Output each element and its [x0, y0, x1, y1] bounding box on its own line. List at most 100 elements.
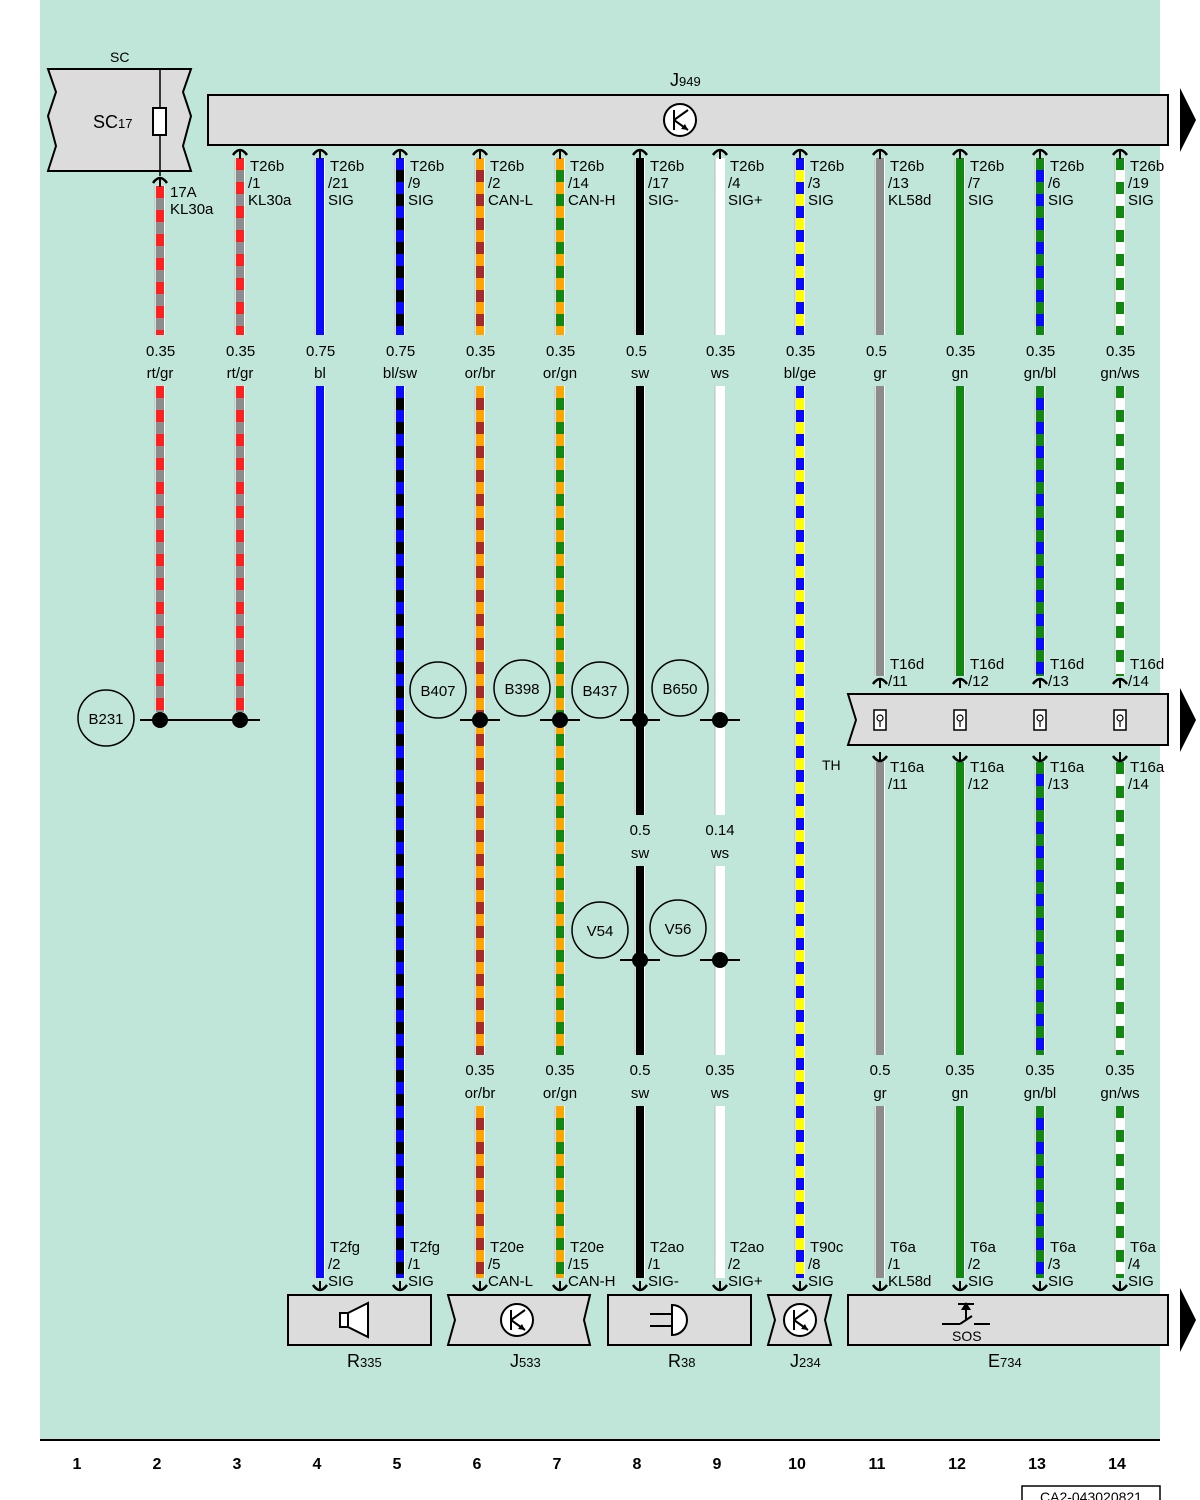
wire-col8-mid1-gauge: 0.5 [630, 822, 651, 839]
wire-col14-th-bottom-pin-label: /14 [1128, 776, 1149, 793]
component-r38-name: R38 [668, 1351, 695, 1371]
wire-col6-bottom-signal: CAN-L [488, 1273, 533, 1290]
continuation-arrow-bottom [1180, 1288, 1196, 1352]
fuse-sc17[interactable]: SC SC17 [46, 49, 193, 176]
wire-col5-color: bl/sw [383, 365, 417, 382]
wire-col13-color: gn/bl [1024, 365, 1057, 382]
wire-col11-th-pin-box [873, 709, 887, 731]
wire-col14-th-top-connector: T16d [1130, 656, 1164, 673]
diagram-id: CA2-043020821 [1040, 1489, 1142, 1500]
connector-th[interactable]: TH [822, 693, 1169, 773]
fuse-block-body [46, 68, 193, 172]
wire-col7-bottom-connector: T20e [570, 1239, 604, 1256]
wire-col8-mid-color: sw [631, 1085, 650, 1102]
splice-junction [712, 952, 728, 968]
wire-col12-bottom-connector: T6a [970, 1239, 997, 1256]
wire-col9-connector: T26b [730, 158, 764, 175]
wire-col4-bottom-pin-label: /2 [328, 1256, 341, 1273]
wire-col6-mid-color: or/br [465, 1085, 496, 1102]
control-unit-icon [663, 103, 697, 137]
wire-col6-bottom-pin-label: /5 [488, 1256, 501, 1273]
wire-col14-mid-gauge: 0.35 [1105, 1062, 1134, 1079]
column-number: 7 [553, 1456, 562, 1473]
wire-col13-th-pin-icon [1033, 709, 1047, 731]
column-number: 11 [869, 1456, 886, 1473]
wire-col14-gauge: 0.35 [1106, 343, 1135, 360]
wire-col12-connector: T26b [970, 158, 1004, 175]
wire-col9-bottom-pin [711, 1281, 729, 1292]
wire-col11-th-pin-icon [873, 709, 887, 731]
wire-col11-th-bottom-connector: T16a [890, 759, 925, 776]
component-j234[interactable]: J234 [766, 1294, 833, 1371]
overlay-layer: 17AKL30a0.35rt/grT26b/1KL30a0.35rt/grT26… [77, 148, 1165, 1292]
wire-col14-signal: SIG [1128, 192, 1154, 209]
module-j949-name: J949 [670, 70, 701, 90]
wire-col13-signal: SIG [1048, 192, 1074, 209]
wire-col11-signal: KL58d [888, 192, 931, 209]
wire-col14-th-pin-box [1113, 709, 1127, 731]
wire-col13-th-top-pin-label: /13 [1048, 673, 1069, 690]
wire-col7-color: or/gn [543, 365, 577, 382]
splice-callout [571, 661, 629, 719]
wire-col7-top-pin-arc [551, 148, 569, 156]
fuse-name: SC17 [93, 112, 132, 132]
wire-col5-bottom-pin-arc [391, 1284, 409, 1292]
wire-col10-color: bl/ge [784, 365, 817, 382]
column-number: 2 [153, 1456, 162, 1473]
wire-col11-th-bottom-pin [871, 752, 889, 763]
wire-col12-th-bottom-pin-label: /12 [968, 776, 989, 793]
wire-col8-color: sw [631, 365, 650, 382]
wire-col11-color: gr [873, 365, 886, 382]
microphone-icon [650, 1303, 688, 1337]
wire-col7-gauge: 0.35 [546, 343, 575, 360]
wire-col11-mid-gauge: 0.5 [870, 1062, 891, 1079]
wire-col14-th-bottom-pin [1111, 752, 1129, 763]
component-r38[interactable]: R38 [607, 1294, 752, 1371]
wire-col4-bottom-connector: T2fg [330, 1239, 360, 1256]
wire-col9-bottom-connector: T2ao [730, 1239, 764, 1256]
control-unit-icon [783, 1303, 817, 1337]
continuation-arrow-middle [1180, 688, 1196, 752]
wire-col12-bottom-pin-arc [951, 1284, 969, 1292]
wire-col14-th-bottom-pin-arc [1111, 755, 1129, 763]
wire-col11-th-top-pin-label: /11 [888, 673, 908, 690]
wire-col12-mid-gauge: 0.35 [945, 1062, 974, 1079]
wire-col6-signal: CAN-L [488, 192, 533, 209]
component-r335[interactable]: R335 [287, 1294, 432, 1371]
wire-col8-mid-gauge: 0.5 [630, 1062, 651, 1079]
wire-col5-gauge: 0.75 [386, 343, 415, 360]
wire-col9-mid1-gauge: 0.14 [705, 822, 734, 839]
component-j533-name: J533 [510, 1351, 541, 1371]
module-j949[interactable]: J949 [207, 70, 1169, 146]
component-e734[interactable]: SOS E734 [847, 1294, 1169, 1371]
wire-col12-th-top-pin-label: /12 [968, 673, 989, 690]
wire-col11-top-pin [871, 148, 889, 159]
splice-junction [232, 712, 248, 728]
wire-col8-bottom-signal: SIG- [648, 1273, 679, 1290]
wire-col8-bottom-pin-label: /1 [648, 1256, 661, 1273]
wire-col5-bottom-pin [391, 1281, 409, 1292]
wire-col7-bottom-signal: CAN-H [568, 1273, 616, 1290]
wire-col5-signal: SIG [408, 192, 434, 209]
wire-col12-th-bottom-pin [951, 752, 969, 763]
wire-col5-bottom-connector: T2fg [410, 1239, 440, 1256]
wire-col2-color: rt/gr [147, 365, 174, 382]
wire-col9-bottom-signal: SIG+ [728, 1273, 763, 1290]
wire-col9-color: ws [710, 365, 729, 382]
splice-v54: V54 [571, 901, 660, 968]
wire-col13-th-bottom-connector: T16a [1050, 759, 1085, 776]
wire-col11-top-pin-arc [871, 148, 889, 156]
wire-col13-th-top-pin [1031, 677, 1049, 688]
splice-b231: B231 [77, 689, 260, 747]
wire-col6-mid-gauge: 0.35 [465, 1062, 494, 1079]
wire-col2-top-pin-arc [151, 176, 169, 184]
wire-col7-bottom-pin [551, 1281, 569, 1292]
splice-b398: B398 [493, 659, 580, 728]
wire-col7-pin: /14 [568, 175, 589, 192]
wire-col12-th-top-pin-arc [951, 677, 969, 685]
sos-label: SOS [952, 1328, 982, 1344]
fuse-group-label: SC [110, 49, 129, 65]
component-j533[interactable]: J533 [446, 1294, 592, 1371]
splice-junction [632, 952, 648, 968]
wire-col14-th-top-pin [1111, 677, 1129, 688]
